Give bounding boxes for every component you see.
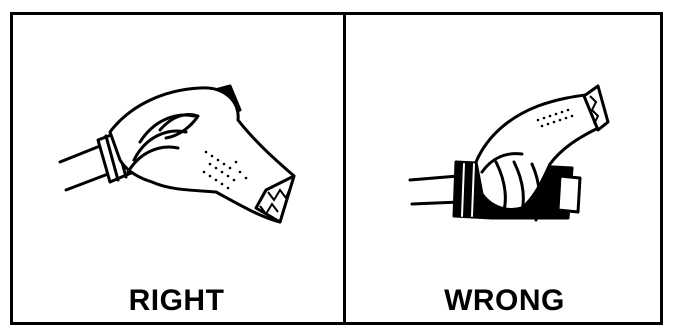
- caption-wrong: WRONG: [346, 284, 663, 318]
- correct-grip-icon: [10, 12, 343, 325]
- panel-right-grip: RIGHT: [10, 12, 343, 325]
- incorrect-grip-icon: [346, 12, 663, 325]
- panel-wrong-grip: WRONG: [346, 12, 663, 325]
- caption-right: RIGHT: [10, 284, 343, 318]
